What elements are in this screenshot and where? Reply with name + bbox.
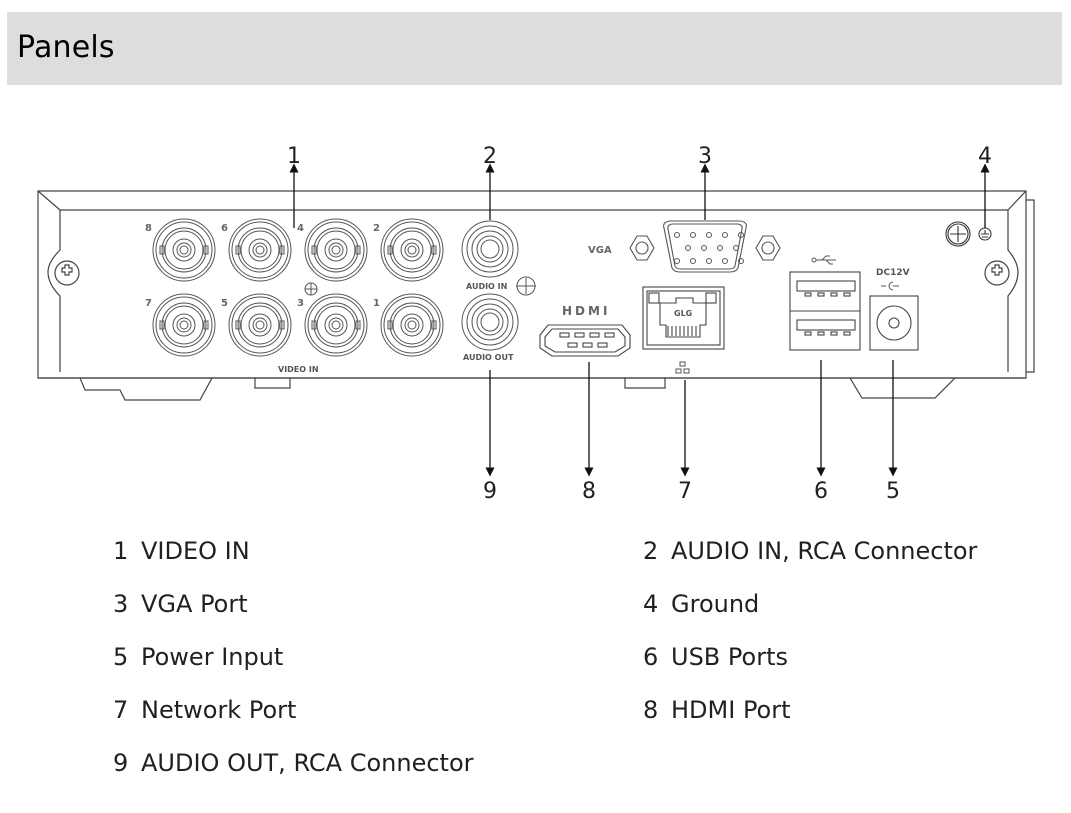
network-symbol-icon [675,361,690,374]
callout-number-6: 6 [814,479,828,504]
legend-number: 6 [643,643,659,671]
video-in-label: VIDEO IN [278,365,319,374]
bnc-connector [228,293,292,357]
legend-item: 8 HDMI Port [643,695,791,725]
vga-label: VGA [588,245,612,256]
bnc-connector [152,218,216,282]
dc-label: DC12V [876,268,910,278]
ground-screw-icon [945,221,992,247]
legend-label: Network Port [141,696,297,724]
network-port [642,286,725,350]
legend-item: 6 USB Ports [643,642,788,672]
callout-number-1: 1 [287,144,301,169]
vga-pin [674,258,680,264]
vga-pin [717,245,723,251]
vga-pin [706,232,712,238]
ground-symbol-icon [516,276,536,296]
usb-ports [789,271,861,351]
power-input-jack [869,295,919,351]
legend-number: 2 [643,537,659,565]
legend-number: 4 [643,590,659,618]
bnc-number: 4 [297,223,304,234]
screw-right-icon [984,260,1010,286]
callout-number-7: 7 [678,479,692,504]
callout-number-4: 4 [978,144,992,169]
screw-left-icon [54,260,80,286]
vga-pins [674,232,744,264]
callout-number-3: 3 [698,144,712,169]
legend-label: AUDIO IN, RCA Connector [671,537,978,565]
legend-label: Power Input [141,643,284,671]
dc-polarity-icon [881,281,899,291]
usb-symbol-icon [811,255,836,265]
vga-pin [722,232,728,238]
vga-port [629,220,781,273]
legend-number: 1 [113,537,129,565]
hdmi-port [539,324,631,357]
legend-label: VGA Port [141,590,248,618]
legend-item: 3 VGA Port [113,589,248,619]
vga-pin [738,258,744,264]
bnc-connector [228,218,292,282]
lan-led-label: GLG [674,309,692,318]
legend-label: AUDIO OUT, RCA Connector [141,749,474,777]
vga-pin [738,232,744,238]
vga-pin [722,258,728,264]
legend-label: VIDEO IN [141,537,250,565]
legend-number: 5 [113,643,129,671]
bnc-number: 3 [297,298,304,309]
legend-number: 8 [643,696,659,724]
legend-item: 5 Power Input [113,642,283,672]
section-title: Panels [17,30,115,65]
legend-label: Ground [671,590,760,618]
legend-item: 2 AUDIO IN, RCA Connector [643,536,977,566]
vga-pin [674,232,680,238]
audio-in-label: AUDIO IN [466,282,507,291]
audio-in-rca-connector [461,220,519,278]
legend-number: 7 [113,696,129,724]
vga-pin [690,232,696,238]
vga-pin [733,245,739,251]
bnc-number: 6 [221,223,228,234]
legend-item: 9 AUDIO OUT, RCA Connector [113,748,474,778]
legend-item: 7 Network Port [113,695,296,725]
bnc-connector [304,218,368,282]
bnc-number: 2 [373,223,380,234]
legend-item: 1 VIDEO IN [113,536,250,566]
vga-pin [706,258,712,264]
ground-symbol-icon [304,282,318,296]
legend-item: 4 Ground [643,589,759,619]
bnc-number: 1 [373,298,380,309]
callout-arrows [289,163,990,477]
bnc-number: 8 [145,223,152,234]
bnc-connector [304,293,368,357]
bnc-number: 7 [145,298,152,309]
callout-number-5: 5 [886,479,900,504]
hdmi-label: HDMI [562,304,610,318]
video-in-bnc-group [152,218,444,357]
legend-label: HDMI Port [671,696,791,724]
callout-number-8: 8 [582,479,596,504]
callout-number-9: 9 [483,479,497,504]
bnc-connector [380,293,444,357]
vga-pin [701,245,707,251]
bnc-connector [380,218,444,282]
legend-number: 9 [113,749,129,777]
callout-number-2: 2 [483,144,497,169]
legend-number: 3 [113,590,129,618]
bnc-connector [152,293,216,357]
legend-label: USB Ports [671,643,788,671]
vga-pin [685,245,691,251]
audio-out-label: AUDIO OUT [463,353,514,362]
audio-out-rca-connector [461,293,519,351]
chassis [37,190,1035,401]
vga-pin [690,258,696,264]
section-header: Panels [7,12,1062,85]
bnc-number: 5 [221,298,228,309]
